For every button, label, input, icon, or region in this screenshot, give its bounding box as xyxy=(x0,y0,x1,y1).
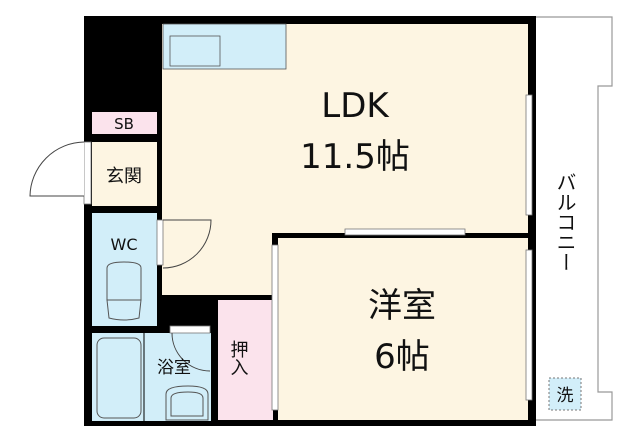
western-name: 洋室 xyxy=(368,286,436,326)
ldk-size: 11.5帖 xyxy=(300,137,410,177)
ldk-name: LDK xyxy=(321,86,390,126)
sb-label: SB xyxy=(114,115,134,133)
closet-label: 押入 xyxy=(228,340,249,376)
washbasin-icon xyxy=(165,385,209,421)
bath-door xyxy=(171,332,211,372)
laundry-label: 洗 xyxy=(557,386,574,406)
wc-door xyxy=(162,219,212,269)
entrance-floor xyxy=(92,142,157,206)
ldk-floor-lower xyxy=(162,233,272,295)
bathtub xyxy=(96,337,142,419)
balcony xyxy=(533,16,613,421)
balcony-label: バルコニー xyxy=(553,172,577,272)
western-size: 6帖 xyxy=(374,337,430,377)
entrance-label: 玄関 xyxy=(106,166,142,187)
wc-label: WC xyxy=(111,235,138,254)
shoe-box xyxy=(92,112,157,134)
laundry-space xyxy=(548,377,582,411)
toilet-icon xyxy=(106,261,142,321)
kitchen-sink xyxy=(169,35,221,67)
western-floor xyxy=(278,238,528,420)
bath-label: 浴室 xyxy=(157,358,191,378)
closet-floor xyxy=(218,300,273,420)
entrance-door xyxy=(29,141,85,197)
